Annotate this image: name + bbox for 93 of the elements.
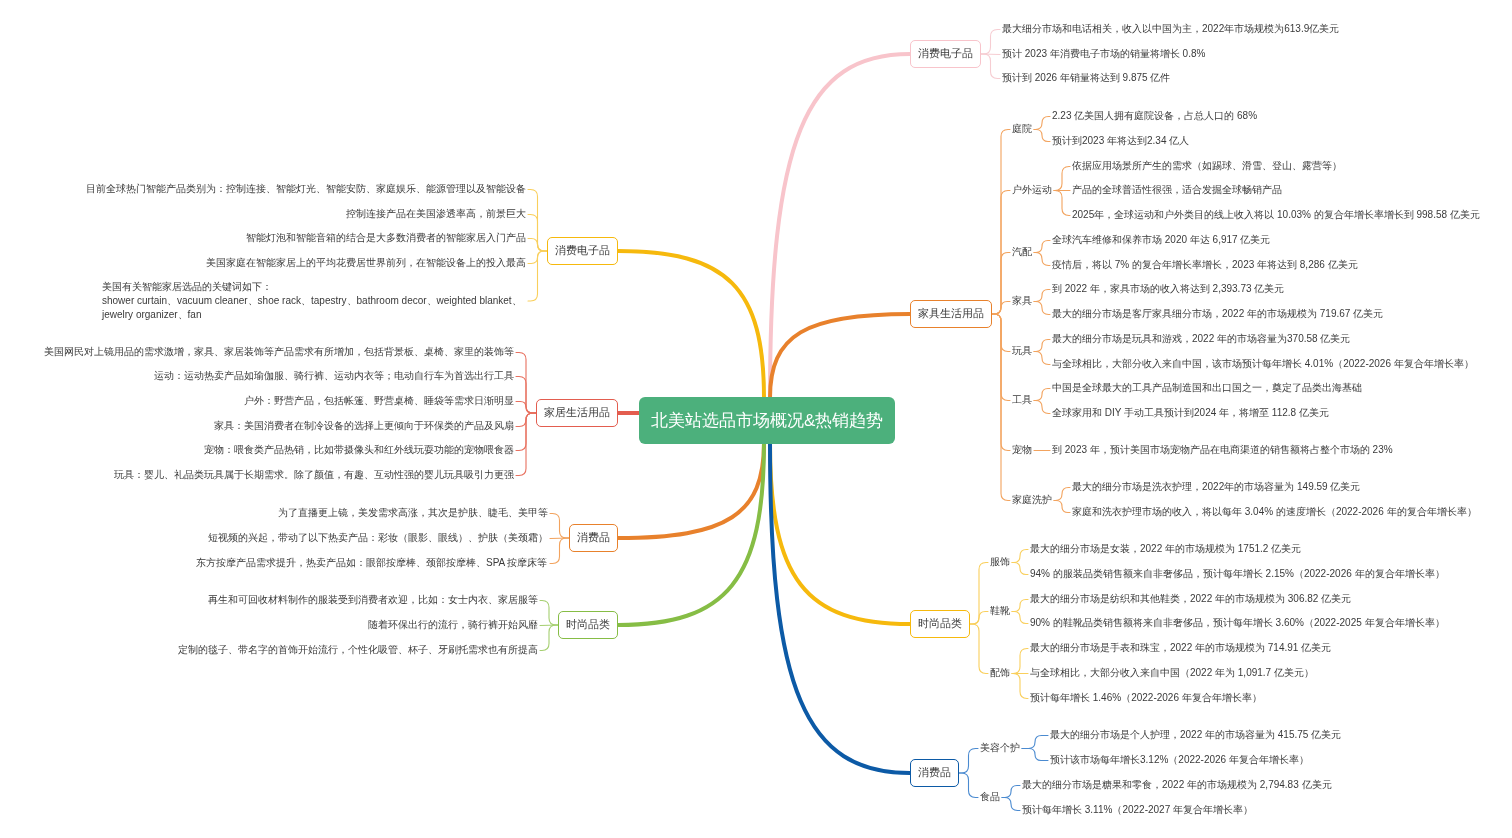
subtopic-label: 美容个护	[978, 741, 1022, 754]
topic-box: 时尚品类	[910, 610, 970, 638]
connector-line	[958, 772, 979, 799]
connector-line	[969, 623, 989, 675]
note-text: 美国家庭在智能家居上的平均花费居世界前列，在智能设备上的投入最高	[204, 256, 528, 269]
subtopic-label: 玩具	[1010, 344, 1034, 357]
note-text: 94% 的服装品类销售额来自非奢侈品，预计每年增长 2.15%（2022-2026 年的复合年增长率）	[1028, 567, 1447, 580]
note-text: 家具：美国消费者在制冷设备的选择上更倾向于环保类的产品及风扇	[212, 419, 516, 432]
note-text: 与全球相比，大部分收入来自中国（2022 年为 1,091.7 亿美元）	[1028, 666, 1316, 679]
note-text: 最大的细分市场是洗衣护理，2022年的市场容量为 149.59 亿美元	[1070, 480, 1363, 493]
branch-curve	[616, 441, 766, 627]
subtopic-label: 工具	[1010, 393, 1034, 406]
note-text: 预计该市场每年增长3.12%（2022-2026 年复合年增长率）	[1048, 753, 1311, 766]
note-text: 运动：运动热卖产品如瑜伽服、骑行裤、运动内衣等；电动自行车为首选出行工具	[152, 369, 516, 382]
note-text: 户外：野营产品，包括帐篷、野营桌椅、睡袋等需求日渐明显	[242, 394, 516, 407]
connector-line	[549, 537, 570, 565]
subtopic-label: 宠物	[1010, 443, 1034, 456]
note-text: 全球家用和 DIY 手动工具预计到2024 年，将增至 112.8 亿美元	[1050, 406, 1331, 419]
note-text: 最大的细分市场是糖果和零食，2022 年的市场规模为 2,794.83 亿美元	[1020, 778, 1334, 791]
note-text: 宠物：喂食类产品热销，比如带摄像头和红外线玩耍功能的宠物喂食器	[202, 443, 516, 456]
note-text: 智能灯泡和智能音箱的结合是大多数消费者的智能家居入门产品	[244, 231, 528, 244]
note-text: 预计每年增长 1.46%（2022-2026 年复合年增长率）	[1028, 691, 1264, 704]
subtopic-label: 服饰	[988, 555, 1012, 568]
note-text: 全球汽车维修和保养市场 2020 年达 6,917 亿美元	[1050, 233, 1273, 246]
connector-line	[1033, 399, 1051, 415]
note-text: shower curtain、vacuum cleaner、shoe rack、tapestry、bathroom decor、weighted blanket、jewelry organizer、fan	[102, 294, 523, 322]
subtopic-label: 户外运动	[1010, 183, 1054, 196]
note-text: 预计 2023 年消费电子市场的销量将增长 0.8%	[1000, 47, 1208, 60]
subtopic-label: 汽配	[1010, 245, 1034, 258]
topic-box: 家具生活用品	[910, 300, 992, 328]
note-text: 短视频的兴起，带动了以下热卖产品：彩妆（眼影、眼线）、护肤（美颈霜）	[206, 531, 550, 544]
connector-line	[1021, 747, 1049, 762]
note-text: 最大的细分市场是女装，2022 年的市场规模为 1751.2 亿美元	[1028, 542, 1304, 555]
note-text: 再生和可回收材料制作的服装受到消费者欢迎，比如：女士内衣、家居服等	[206, 593, 540, 606]
note-text: 定制的毯子、带名字的首饰开始流行，个性化吸管、杯子、牙刷托需求也有所提高	[176, 643, 540, 656]
note-text: 为了直播更上镜，美发需求高涨，其次是护肤、睫毛、美甲等	[276, 506, 550, 519]
subtopic-label: 鞋靴	[988, 604, 1012, 617]
connector-line	[1053, 499, 1071, 514]
note-text: 最大细分市场和电话相关，收入以中国为主，2022年市场规模为613.9亿美元	[1000, 22, 1342, 35]
note-text: 依据应用场景所产生的需求（如踢球、滑雪、登山、露营等）	[1070, 159, 1344, 172]
topic-box: 消费电子品	[547, 237, 618, 265]
subtopic-label: 家具	[1010, 294, 1034, 307]
connector-line	[1033, 251, 1051, 267]
note-text: 90% 的鞋靴品类销售额将来自非奢侈品，预计每年增长 3.60%（2022-2025 年复合年增长率）	[1028, 616, 1447, 629]
central-topic-box: 北美站选品市场概况&热销趋势	[639, 396, 896, 444]
subtopic-label: 家庭洗护	[1010, 493, 1054, 506]
topic-box: 消费品	[910, 759, 959, 787]
note-text: 美国网民对上镜用品的需求激增，家具、家居装饰等产品需求有所增加，包括背景板、桌椅、家里的装饰等	[42, 345, 516, 358]
connector-line	[527, 250, 548, 302]
subtopic-label: 食品	[978, 790, 1002, 803]
connector-line	[1033, 128, 1051, 143]
note-text: 最大的细分市场是玩具和游戏，2022 年的市场容量为370.58 亿美元	[1050, 332, 1353, 345]
note-text: 到 2022 年，家具市场的收入将达到 2,393.73 亿美元	[1050, 282, 1287, 295]
branch-curve	[768, 441, 912, 775]
topic-box: 时尚品类	[558, 611, 618, 639]
note-text: 最大的细分市场是客厅家具细分市场，2022 年的市场规模为 719.67 亿美元	[1050, 307, 1386, 320]
connector-line	[1011, 610, 1029, 625]
note-text: 控制连接产品在美国渗透率高，前景巨大	[344, 207, 528, 220]
note-text: 预计每年增长 3.11%（2022-2027 年复合年增长率）	[1020, 803, 1255, 816]
note-text: 产品的全球普适性很强，适合发掘全球畅销产品	[1070, 183, 1284, 196]
connector-line	[1033, 449, 1051, 452]
note-text: 最大的细分市场是手表和珠宝，2022 年的市场规模为 714.91 亿美元	[1028, 641, 1334, 654]
note-text: 最大的细分市场是纺织和其他鞋类，2022 年的市场规模为 306.82 亿美元	[1028, 592, 1354, 605]
connector-line	[1033, 300, 1051, 316]
topic-box: 消费电子品	[910, 40, 981, 68]
note-text: 东方按摩产品需求提升，热卖产品如：眼部按摩棒、颈部按摩棒、SPA 按摩床等	[194, 556, 550, 569]
subtopic-label: 配饰	[988, 666, 1012, 679]
connector-line	[1001, 796, 1021, 812]
connector-line	[515, 412, 537, 477]
note-text: 疫情后，将以 7% 的复合年增长率增长，2023 年将达到 8,286 亿美元	[1050, 258, 1360, 271]
subtopic-label: 庭院	[1010, 122, 1034, 135]
note-text: 预计到2023 年将达到2.34 亿人	[1050, 134, 1192, 147]
branch-curve	[616, 411, 641, 415]
note-text: 中国是全球最大的工具产品制造国和出口国之一，奠定了品类出海基础	[1050, 381, 1364, 394]
connector-line	[980, 53, 1001, 80]
connector-line	[539, 624, 559, 652]
note-text: 到 2023 年，预计美国市场宠物产品在电商渠道的销售额将占整个市场的 23%	[1050, 443, 1395, 456]
note-text: 随着环保出行的流行，骑行裤开始风靡	[366, 618, 540, 631]
note-text: 2025年，全球运动和户外类目的线上收入将以 10.03% 的复合年增长率增长到 998.58 亿美元	[1070, 208, 1482, 221]
note-text: 2.23 亿美国人拥有庭院设备，占总人口的 68%	[1050, 109, 1260, 122]
connector-line	[1053, 189, 1071, 217]
note-text: 家庭和洗衣护理市场的收入，将以每年 3.04% 的速度增长（2022-2026 年的复合年增长率）	[1070, 505, 1479, 518]
note-text: 目前全球热门智能产品类别为：控制连接、智能灯光、智能安防、家庭娱乐、能源管理以及智能设备	[84, 182, 528, 195]
connector-line	[1033, 350, 1051, 366]
note-text: 最大的细分市场是个人护理，2022 年的市场容量为 415.75 亿美元	[1048, 728, 1344, 741]
topic-box: 家居生活用品	[536, 399, 618, 427]
note-text: 玩具：婴儿、礼品类玩具属于长期需求。除了颜值，有趣、互动性强的婴儿玩具吸引力更强	[112, 468, 516, 481]
note-heading: 美国有关智能家居选品的关键词如下：	[102, 280, 273, 294]
note-text: 与全球相比，大部分收入来自中国，该市场预计每年增长 4.01%（2022-2026 年复合年增长率）	[1050, 357, 1476, 370]
note-text: 预计到 2026 年销量将达到 9.875 亿件	[1000, 71, 1173, 84]
connector-line	[1011, 561, 1029, 576]
topic-box: 消费品	[569, 524, 618, 552]
connector-line	[1011, 672, 1029, 700]
